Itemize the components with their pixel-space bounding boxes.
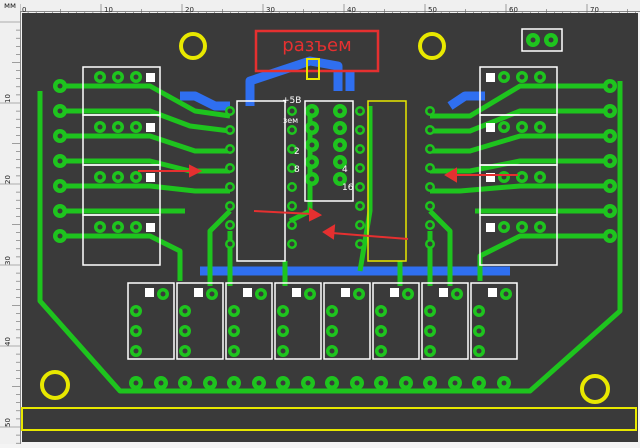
ruler-left-label-40: 40	[4, 337, 12, 346]
ruler-top-label-0: 0	[22, 6, 26, 14]
vertical-ruler-ticks: 10 20 30 40 50	[0, 21, 20, 444]
connector-label: разъем	[282, 35, 351, 56]
pin-label-5v: +5В	[282, 96, 301, 106]
arrowhead-to-connector-lower	[322, 224, 336, 240]
mounting-hole-bottom-right	[580, 374, 610, 404]
relay-block-right-4	[479, 214, 558, 266]
board-outline	[21, 407, 637, 431]
mounting-holes	[40, 32, 610, 404]
mounting-hole-top-right	[418, 32, 446, 60]
blue-trace-layer	[180, 56, 510, 276]
arrowhead-left-relays	[189, 164, 203, 178]
pin-label-ground: зем	[283, 116, 298, 125]
pin-label-8: 8	[294, 165, 300, 175]
pin-label-16: 16	[342, 183, 354, 193]
arrowhead-to-connector-upper	[309, 207, 323, 222]
ruler-top-label-50: 50	[428, 6, 437, 14]
pcb-canvas[interactable]: разъем +5В зем 2 4 8 16	[20, 11, 640, 444]
vertical-ruler[interactable]: 10 20 30 40 50	[0, 11, 21, 444]
horizontal-ruler[interactable]: 0 10 20 30 40 50 60 70	[19, 0, 640, 15]
ruler-left-label-50: 50	[4, 418, 12, 427]
ruler-top-label-10: 10	[104, 6, 113, 14]
arrowhead-right-relays	[444, 167, 457, 183]
ic-outline-left	[236, 100, 286, 262]
ruler-top-label-60: 60	[509, 6, 518, 14]
bottom-relay-row	[127, 282, 518, 390]
mounting-hole-bottom-left	[40, 370, 70, 400]
arrow-to-connector-upper	[253, 210, 313, 215]
ruler-left-label-30: 30	[4, 256, 12, 265]
silkscreen-layer	[82, 66, 558, 266]
connector-key-outline	[306, 58, 320, 80]
ruler-top-label-70: 70	[590, 6, 599, 14]
ruler-left-label-20: 20	[4, 175, 12, 184]
power-header	[521, 28, 563, 52]
pin-label-4: 4	[342, 165, 348, 175]
ruler-top-label-40: 40	[347, 6, 356, 14]
pin-label-2: 2	[294, 147, 300, 157]
ic-outline-right	[367, 100, 407, 262]
ruler-top-label-20: 20	[185, 6, 194, 14]
pad-layer	[53, 71, 617, 249]
connector-pin-header	[304, 100, 354, 202]
arrow-to-connector-lower	[331, 232, 409, 240]
relay-block-left-4	[82, 214, 161, 266]
annotation-layer: разъем +5В зем 2 4 8 16	[138, 29, 518, 240]
mounting-hole-top-left	[179, 32, 207, 60]
green-trace-layer	[37, 81, 623, 394]
connector-label-box	[254, 29, 380, 73]
ruler-top-label-30: 30	[266, 6, 275, 14]
ruler-left-label-10: 10	[4, 94, 12, 103]
